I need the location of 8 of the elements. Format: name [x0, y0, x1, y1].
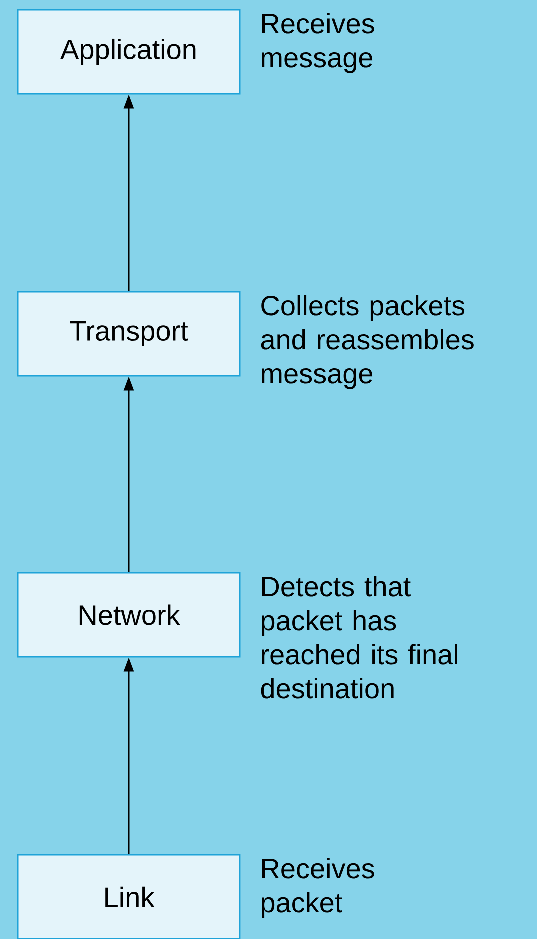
layer-box: Link: [17, 854, 241, 939]
layer-box: Network: [17, 572, 241, 658]
layer-description: Detects that packet has reached its final destination: [261, 576, 458, 699]
layer-description: Receives packet: [262, 858, 374, 918]
layer-description: Collects packets and reassembles message: [261, 295, 474, 390]
layer-box: Transport: [17, 291, 241, 377]
layer-box: Application: [17, 9, 241, 95]
layer-description: Receives message: [262, 13, 374, 74]
